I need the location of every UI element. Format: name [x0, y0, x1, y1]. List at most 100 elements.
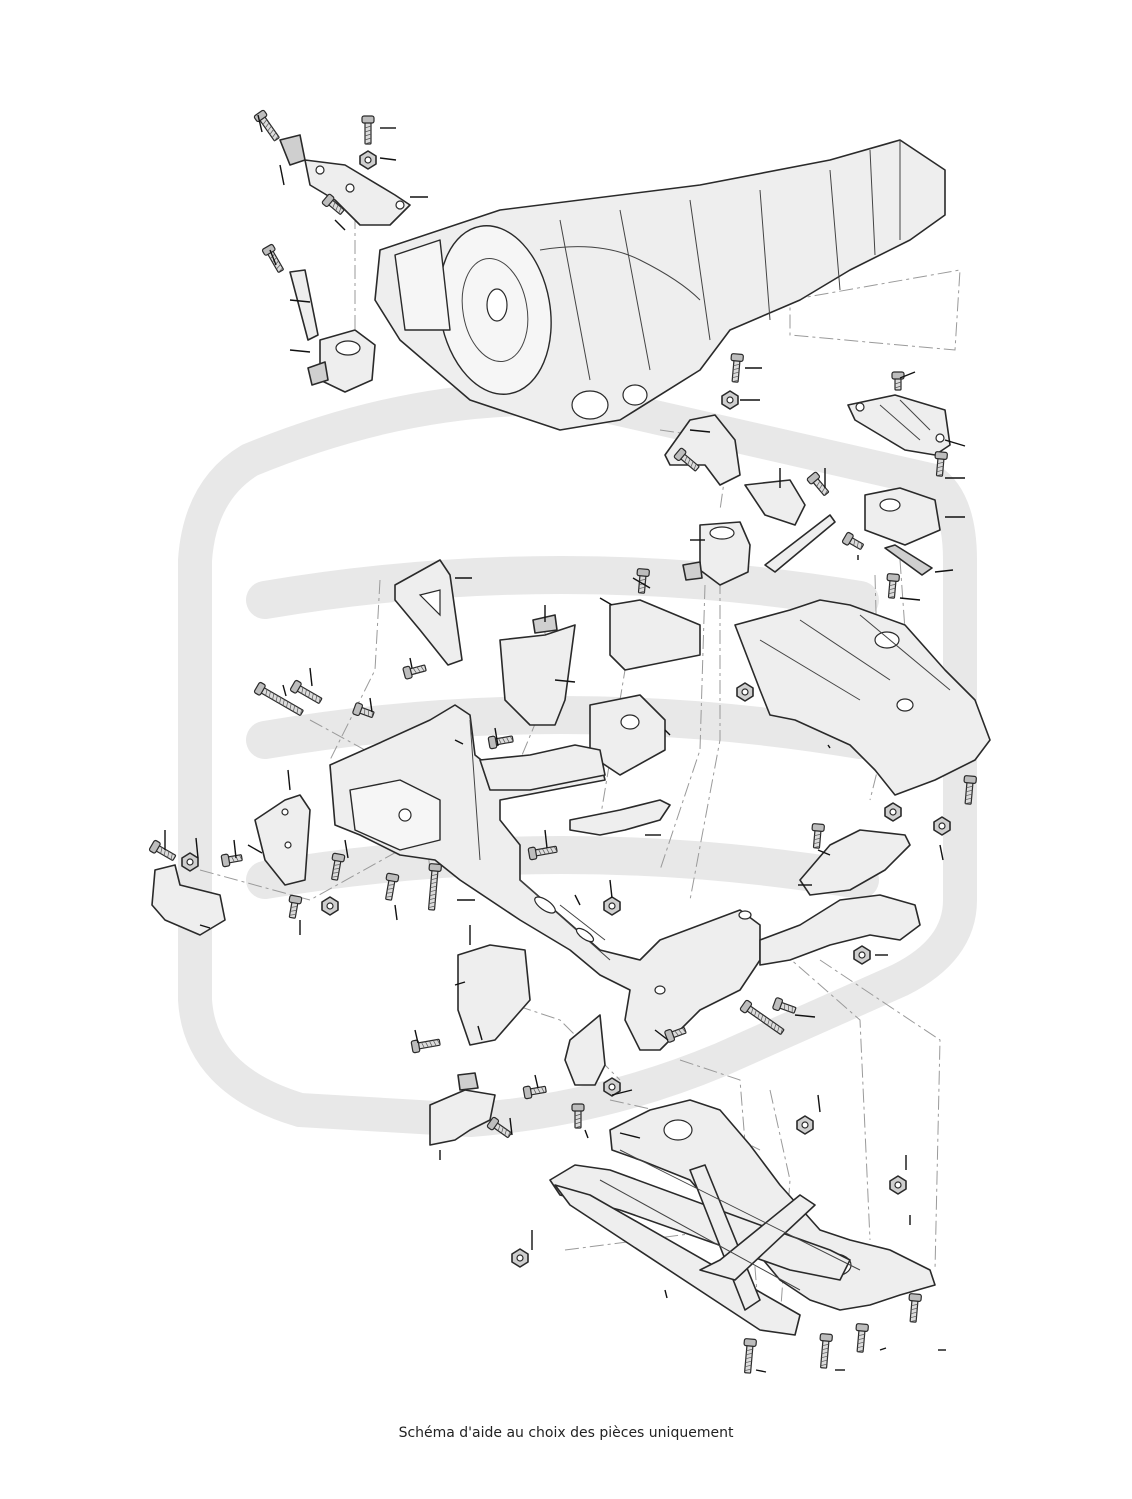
reference-leader — [334, 219, 346, 231]
transmission-gearbox — [374, 139, 946, 431]
bolt — [148, 839, 177, 861]
reference-leader — [409, 657, 413, 669]
reference-leader — [394, 904, 398, 921]
reference-leader — [755, 1369, 767, 1373]
reference-leader — [879, 1347, 887, 1351]
bolt — [963, 775, 977, 805]
mount-bracket-lower — [564, 1014, 606, 1086]
engine-mount-right — [864, 487, 941, 546]
bolt — [402, 664, 427, 680]
reference-leader — [379, 157, 397, 161]
subframe-crossmember-right — [734, 599, 991, 796]
transmission-mount-right — [682, 521, 751, 586]
reference-leader — [584, 1129, 589, 1139]
reference-leader — [944, 439, 966, 447]
reference-leader — [199, 924, 211, 929]
bolt — [673, 447, 700, 472]
diagram-caption: Schéma d'aide au choix des pièces unique… — [398, 1425, 734, 1441]
reference-leader — [257, 114, 263, 133]
heat-shield-small — [744, 479, 806, 526]
bolt — [487, 735, 514, 750]
nut-clip — [884, 802, 902, 822]
bolt — [361, 115, 375, 145]
bolt — [772, 997, 797, 1014]
gusset-bracket-upper — [394, 559, 463, 666]
bolt — [886, 573, 900, 599]
reference-leader — [454, 981, 466, 986]
reference-leader — [309, 667, 313, 687]
heat-shield-right — [799, 829, 911, 896]
bolt — [908, 1293, 922, 1323]
reference-leader — [414, 1029, 419, 1044]
bolt — [571, 1103, 585, 1129]
reference-leader — [289, 349, 311, 353]
bolt — [739, 999, 785, 1035]
transmission-bracket-left — [279, 134, 411, 226]
torque-strut-link — [289, 269, 319, 341]
mount-bracket-left — [254, 794, 311, 886]
reference-leader — [689, 429, 711, 433]
nut-clip — [853, 945, 871, 965]
reference-leader — [289, 299, 311, 303]
nut-clip — [721, 390, 739, 410]
nut-clip — [511, 1248, 529, 1268]
transmission-mount-left — [307, 329, 376, 393]
nut-clip — [603, 896, 621, 916]
reference-leader — [509, 1117, 513, 1136]
reference-leader — [233, 839, 237, 859]
reference-leader — [899, 371, 916, 379]
reference-leader — [287, 769, 291, 791]
bolt — [352, 702, 375, 718]
bolt — [806, 471, 830, 496]
bolt — [486, 1116, 512, 1138]
heat-shield-lower — [457, 944, 531, 1046]
nut-clip — [359, 150, 377, 170]
reference-leader — [247, 844, 263, 854]
reference-leader — [494, 727, 499, 747]
reference-leader — [664, 729, 671, 736]
bolt — [841, 531, 864, 550]
bolt — [527, 845, 558, 861]
reference-leader — [794, 1014, 816, 1018]
main-subframe — [329, 704, 921, 1051]
bolt — [331, 852, 346, 881]
reference-leader — [817, 1094, 821, 1113]
reference-leader — [599, 597, 613, 606]
bolt — [934, 451, 948, 477]
reference-leader — [574, 894, 581, 906]
reference-leader — [269, 249, 277, 266]
reference-leader — [344, 839, 349, 859]
bolt — [891, 371, 905, 391]
reference-leader — [534, 1074, 539, 1089]
engine-mount-bracket-right — [847, 394, 951, 456]
mount-bracket-center — [499, 614, 576, 726]
bolt — [743, 1338, 757, 1374]
reference-leader — [279, 164, 285, 186]
reference-leader — [899, 597, 921, 601]
reference-leader-lines — [164, 114, 966, 1373]
nut-clip — [736, 682, 754, 702]
bolt — [321, 193, 345, 215]
strut-bar-right — [764, 514, 836, 573]
cross-brace-frame — [549, 1099, 936, 1336]
bolt — [253, 681, 304, 716]
nut-clip — [181, 852, 199, 872]
fasteners-group — [148, 109, 977, 1374]
nut-clip — [933, 816, 951, 836]
reference-leader — [282, 684, 287, 697]
bolt — [855, 1323, 869, 1353]
bolt — [730, 353, 744, 383]
reference-leader — [544, 829, 548, 849]
bolt — [220, 853, 243, 868]
nut-clip — [796, 1115, 814, 1135]
reference-leader — [554, 679, 576, 683]
reference-leader — [939, 844, 944, 861]
bolt — [819, 1333, 833, 1369]
small-plate-right — [884, 544, 933, 576]
reference-leader — [609, 879, 613, 899]
reference-leader — [664, 1289, 668, 1299]
reference-leader — [369, 697, 373, 713]
gusset-bracket-lower-left — [151, 864, 226, 936]
support-bracket-upper — [664, 414, 741, 486]
